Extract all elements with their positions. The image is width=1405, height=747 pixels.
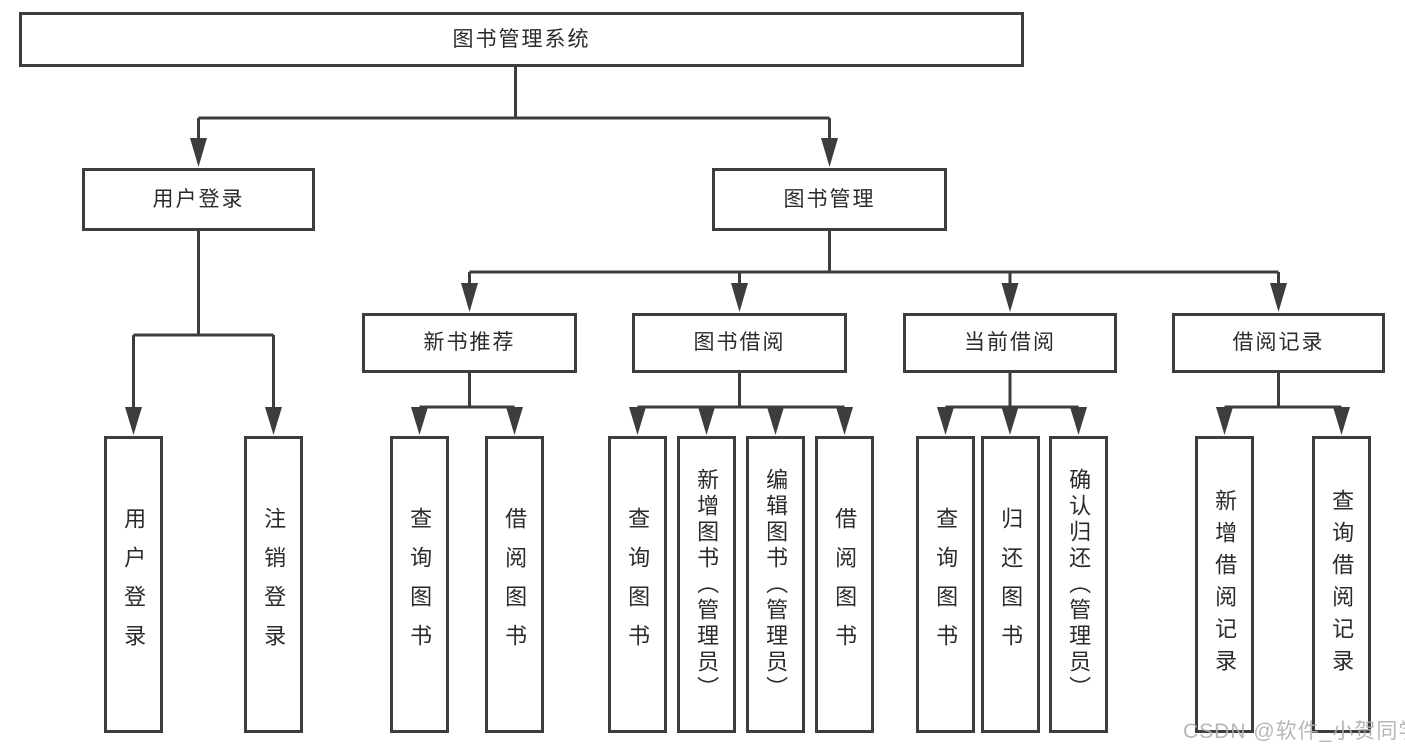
arrowheads-level2 xyxy=(190,138,838,167)
node-borrow-records: 借阅记录 xyxy=(1172,313,1385,373)
leaf-borrow-books-recommend: 借阅图书 xyxy=(485,436,544,733)
leaf-confirm-return-admin: 确认归还（管理员） xyxy=(1049,436,1108,733)
leaf-user-login: 用户登录 xyxy=(104,436,163,733)
tree-arrowheads xyxy=(125,138,1350,435)
leaf-query-borrow-record: 查询借阅记录 xyxy=(1312,436,1371,733)
edge-newbook-to-leaves xyxy=(419,371,515,409)
node-book-management: 图书管理 xyxy=(712,168,947,231)
edge-records-to-leaves xyxy=(1224,371,1342,409)
edge-root-to-level2 xyxy=(197,66,831,142)
leaf-return-books: 归还图书 xyxy=(981,436,1040,733)
edge-userlogin-to-leaves xyxy=(132,229,275,410)
arrowheads-leaves xyxy=(125,407,1350,435)
leaf-logout: 注销登录 xyxy=(244,436,303,733)
node-current-borrow: 当前借阅 xyxy=(903,313,1117,373)
leaf-edit-books-admin: 编辑图书（管理员） xyxy=(746,436,805,733)
arrowheads-level3 xyxy=(461,283,1287,312)
edge-borrow-to-leaves xyxy=(637,371,845,409)
node-book-borrow: 图书借阅 xyxy=(632,313,847,373)
edge-bookmgmt-to-level3 xyxy=(468,229,1280,286)
leaf-add-books-admin: 新增图书（管理员） xyxy=(677,436,736,733)
leaf-add-borrow-record: 新增借阅记录 xyxy=(1195,436,1254,733)
node-root: 图书管理系统 xyxy=(19,12,1024,67)
leaf-query-books-borrow: 查询图书 xyxy=(608,436,667,733)
csdn-watermark: CSDN @软件_小贺同学 xyxy=(1183,720,1405,743)
edge-current-to-leaves xyxy=(945,371,1079,409)
node-new-book-recommend: 新书推荐 xyxy=(362,313,577,373)
leaf-borrow-books: 借阅图书 xyxy=(815,436,874,733)
leaf-query-books-recommend: 查询图书 xyxy=(390,436,449,733)
node-user-login: 用户登录 xyxy=(82,168,315,231)
leaf-query-books-current: 查询图书 xyxy=(916,436,975,733)
